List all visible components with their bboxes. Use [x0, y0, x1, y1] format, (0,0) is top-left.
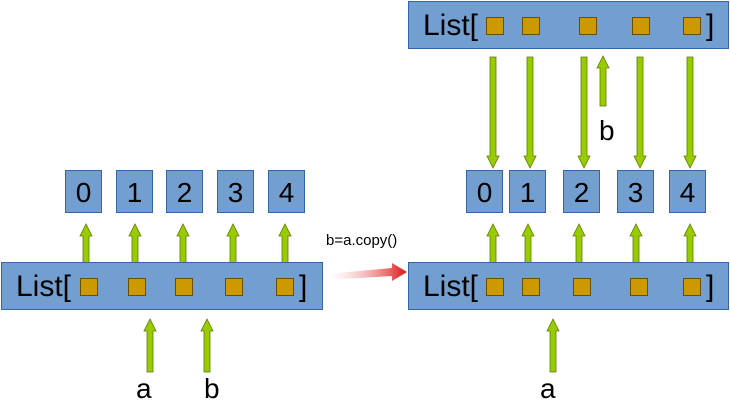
right-top-slot-2 [579, 17, 597, 35]
right-element-0: 0 [466, 170, 503, 213]
right-element-4: 4 [669, 170, 706, 213]
left-element-2: 2 [166, 170, 203, 213]
right-bottom-slot-3 [630, 278, 648, 296]
right-top-slot-0 [486, 17, 504, 35]
left-element-1: 1 [116, 170, 153, 213]
right-top-slot-3 [632, 17, 650, 35]
right-top-list: List[ ] [408, 1, 729, 49]
operation-label: b=a.copy() [326, 232, 398, 249]
right-bottom-slot-4 [683, 278, 701, 296]
right-var-b-arrow [596, 55, 610, 107]
right-top-slot-1 [522, 17, 540, 35]
left-slot-2 [175, 278, 193, 296]
left-var-a: a [136, 373, 152, 404]
right-top-list-label: List[ [423, 9, 479, 42]
right-bottom-slot-1 [522, 278, 540, 296]
right-bottom-list-label: List[ [423, 270, 479, 303]
left-slot-4 [276, 278, 294, 296]
left-element-3: 3 [217, 170, 254, 213]
left-slot-0 [80, 278, 98, 296]
left-slot-3 [225, 278, 243, 296]
left-element-0: 0 [65, 170, 102, 213]
left-slot-1 [128, 278, 146, 296]
copy-transition-arrow [326, 263, 407, 281]
right-var-b: b [599, 115, 615, 146]
left-element-4: 4 [268, 170, 305, 213]
right-element-3: 3 [617, 170, 654, 213]
right-top-arrow-2 [577, 56, 591, 169]
right-bottom-list-close-bracket: ] [706, 270, 715, 303]
left-list: List[ ] [1, 262, 323, 310]
right-top-arrow-1 [523, 56, 537, 169]
left-list-label: List[ [16, 270, 72, 303]
right-top-slot-4 [683, 17, 701, 35]
right-top-arrow-4 [683, 56, 697, 169]
left-list-close-bracket: ] [299, 270, 308, 303]
left-var-b: b [204, 373, 220, 404]
right-bottom-list: List[ ] [408, 262, 729, 310]
left-var-a-arrow [143, 318, 157, 373]
left-var-b-arrow [200, 318, 214, 373]
pointer-arrows [79, 55, 697, 373]
right-bottom-slot-0 [486, 278, 504, 296]
right-top-arrow-3 [633, 56, 647, 169]
right-top-list-close-bracket: ] [706, 9, 715, 42]
right-element-2: 2 [563, 170, 600, 213]
right-var-a: a [540, 373, 556, 404]
right-top-arrow-0 [486, 56, 500, 169]
right-element-1: 1 [509, 170, 546, 213]
right-bottom-slot-2 [573, 278, 591, 296]
right-var-a-arrow [546, 318, 560, 373]
